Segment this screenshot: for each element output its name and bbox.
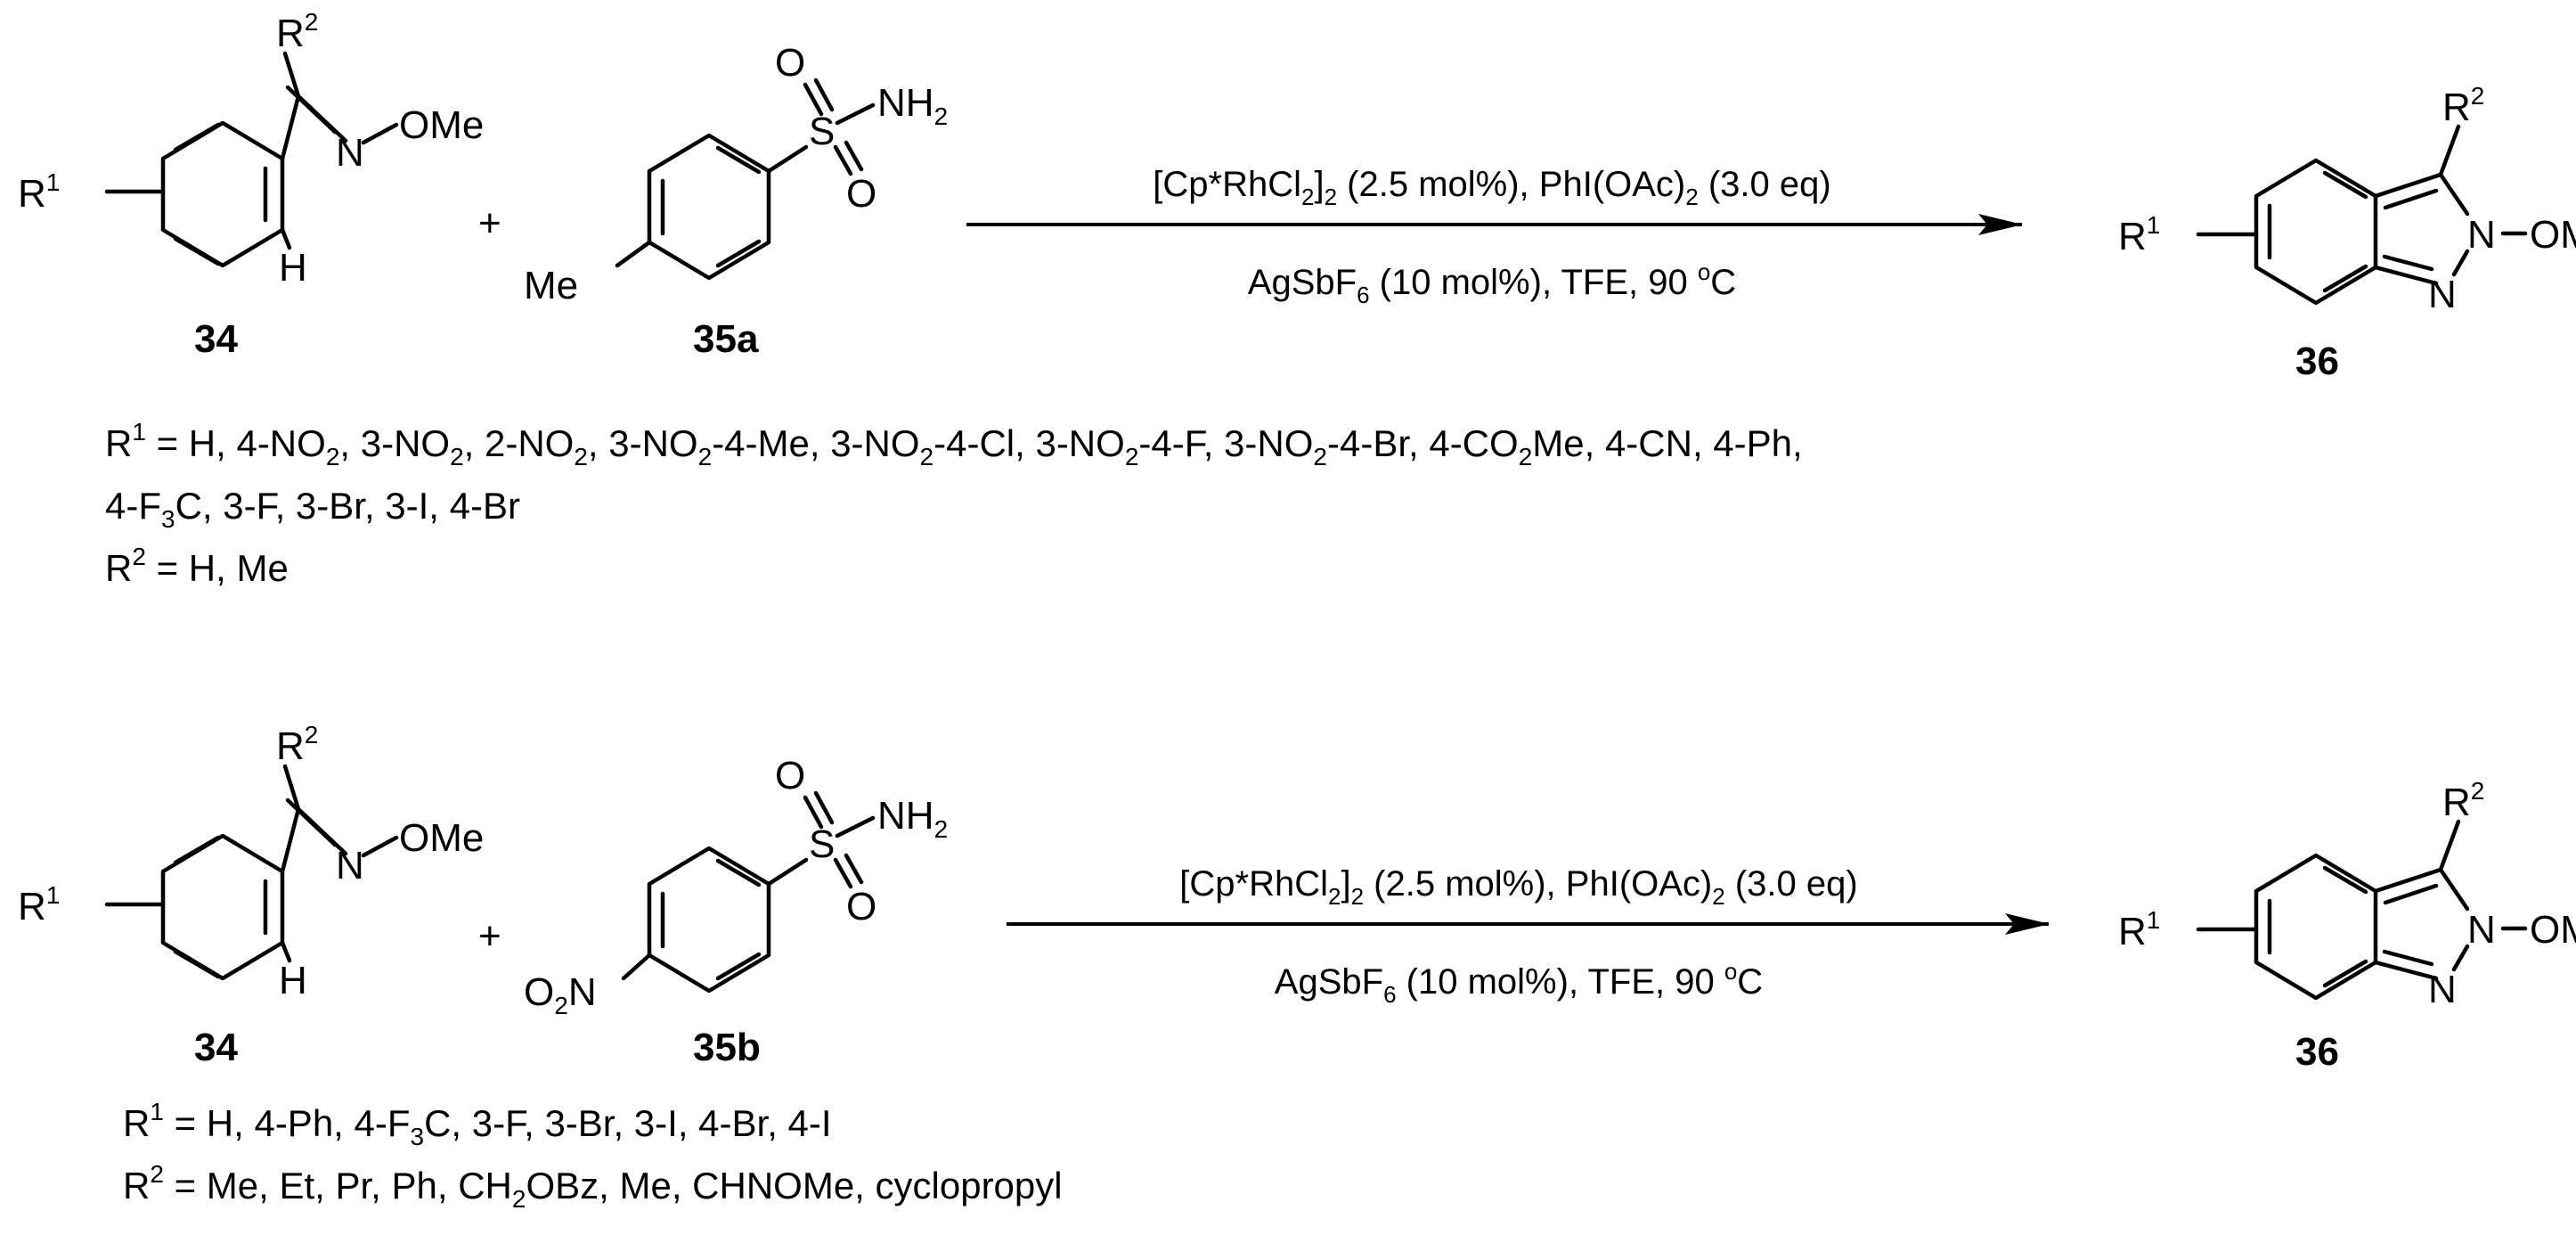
nitro-label: O2N — [524, 970, 597, 1019]
top-product-36: R2 N N OMe R1 36 — [2118, 82, 2576, 383]
top-conditions-line-1: [Cp*RhCl2]2 (2.5 mol%), PhI(OAc)2 (3.0 e… — [1153, 165, 1830, 210]
product-r2-label: R2 — [2442, 82, 2484, 129]
compound-label-36: 36 — [2295, 1030, 2339, 1074]
plus-sign: + — [478, 201, 501, 245]
top-r1-definition-line-1: R1 = H, 4-NO2, 3-NO2, 2-NO2, 3-NO2-4-Me,… — [105, 418, 1803, 470]
r2-label: R2 — [276, 8, 318, 55]
r1-label: R1 — [18, 881, 60, 928]
sulfur-atom: S — [809, 110, 835, 153]
indazole-n1-atom: N — [2428, 273, 2457, 316]
top-reactant-35a: O S O NH2 Me 35a — [524, 41, 948, 361]
imine-n-atom: N — [336, 131, 364, 175]
bottom-conditions-line-1: [Cp*RhCl2]2 (2.5 mol%), PhI(OAc)2 (3.0 e… — [1179, 864, 1857, 910]
compound-label-34: 34 — [194, 1026, 238, 1069]
indazole-n2-atom: N — [2467, 908, 2496, 952]
methoxy-label: OMe — [399, 103, 484, 147]
top-r1-definition-line-2: 4-F3C, 3-F, 3-Br, 3-I, 4-Br — [105, 485, 520, 533]
compound-label-35b: 35b — [693, 1026, 761, 1069]
bottom-reactant-35b: O S O NH2 O2N 35b — [524, 754, 948, 1069]
product-r1-label: R1 — [2118, 906, 2160, 953]
top-scheme: R2 N OMe H R1 34 + O S O NH2 Me 35a — [18, 8, 2576, 589]
top-reaction-arrow: [Cp*RhCl2]2 (2.5 mol%), PhI(OAc)2 (3.0 e… — [966, 165, 2023, 308]
bottom-r1-definition: R1 = H, 4-Ph, 4-F3C, 3-F, 3-Br, 3-I, 4-B… — [123, 1098, 832, 1150]
methoxy-label: OMe — [399, 816, 484, 860]
imine-n-atom: N — [336, 844, 364, 887]
ortho-h-atom: H — [279, 959, 307, 1002]
ortho-h-atom: H — [279, 246, 307, 290]
r1-label: R1 — [18, 168, 60, 216]
bottom-r2-definition: R2 = Me, Et, Pr, Ph, CH2OBz, Me, CHNOMe,… — [123, 1160, 1063, 1213]
indazole-n1-atom: N — [2428, 968, 2457, 1011]
indazole-n2-atom: N — [2467, 213, 2496, 257]
plus-sign: + — [478, 914, 501, 958]
compound-label-36: 36 — [2295, 339, 2339, 383]
compound-label-35a: 35a — [693, 317, 759, 361]
r2-label: R2 — [276, 721, 318, 768]
sulfonyl-o-atom-1: O — [775, 41, 805, 85]
top-r2-definition: R2 = H, Me — [105, 543, 289, 589]
sulfonyl-o-atom-2: O — [846, 172, 876, 216]
sulfonyl-o-atom-2: O — [846, 885, 876, 928]
amine-label: NH2 — [877, 81, 948, 130]
bottom-scheme: R2 N OMe H R1 34 + O S O NH2 O2N 35 — [18, 721, 2576, 1213]
product-methoxy-label: OMe — [2530, 908, 2576, 952]
product-r1-label: R1 — [2118, 211, 2160, 258]
product-methoxy-label: OMe — [2530, 213, 2576, 257]
top-reactant-34: R2 N OMe H R1 34 — [18, 8, 484, 361]
bottom-conditions-line-2: AgSbF6 (10 mol%), TFE, 90 oC — [1275, 958, 1763, 1008]
sulfur-atom: S — [809, 822, 835, 866]
bottom-product-36: R2 N N OMe R1 36 — [2118, 777, 2576, 1074]
product-r2-label: R2 — [2442, 777, 2484, 824]
compound-label-34: 34 — [194, 317, 238, 361]
bottom-reaction-arrow: [Cp*RhCl2]2 (2.5 mol%), PhI(OAc)2 (3.0 e… — [1007, 864, 2050, 1008]
sulfonyl-o-atom-1: O — [775, 754, 805, 797]
methyl-label: Me — [524, 264, 578, 307]
bottom-reactant-34: R2 N OMe H R1 34 — [18, 721, 484, 1069]
top-conditions-line-2: AgSbF6 (10 mol%), TFE, 90 oC — [1248, 258, 1736, 308]
amine-label: NH2 — [877, 794, 948, 843]
